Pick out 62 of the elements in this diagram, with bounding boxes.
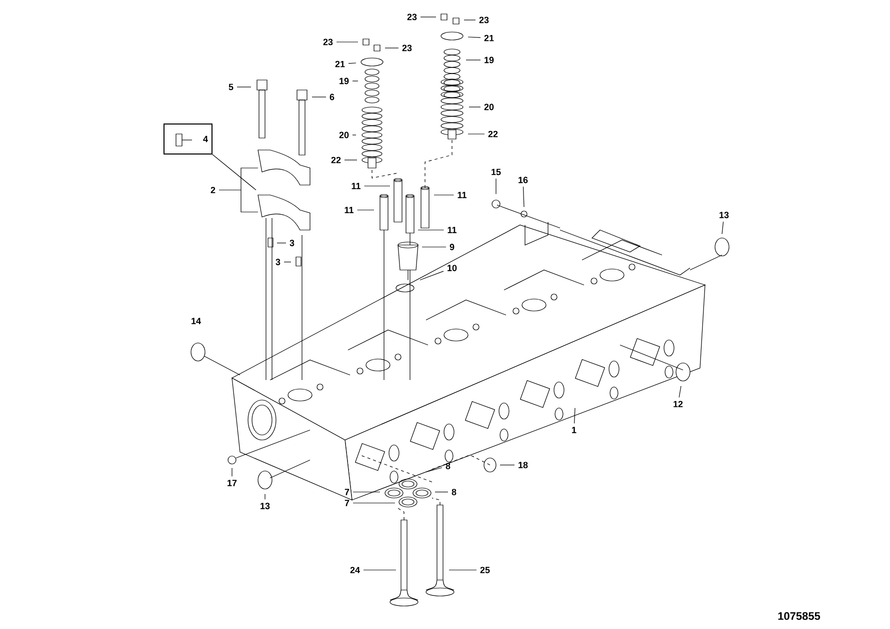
leader-line (468, 106, 481, 108)
callout-number: 8 (446, 462, 450, 470)
callout-number: 21 (484, 34, 494, 42)
leader-line (352, 134, 356, 136)
callout-number: 1 (572, 426, 576, 434)
callout-number: 23 (323, 38, 333, 46)
callout-number: 13 (260, 502, 270, 510)
callout-number: 14 (192, 318, 201, 324)
callout-number: 19 (340, 78, 349, 84)
callout-number: 25 (480, 566, 490, 574)
callout-number: 23 (402, 44, 412, 52)
callout-number: 23 (479, 16, 489, 24)
callout-number: 22 (331, 156, 341, 164)
callout-number: 19 (484, 56, 494, 64)
callout-number: 11 (448, 226, 457, 234)
callout-number: 17 (228, 480, 237, 486)
leader-line (678, 386, 682, 398)
callout-number: 20 (339, 132, 349, 138)
leader-line (426, 467, 442, 472)
callout-number: 24 (350, 566, 360, 574)
callout-number: 11 (352, 182, 360, 190)
leader-line (352, 502, 396, 504)
leader-line (500, 464, 515, 466)
callout-number: 22 (488, 130, 498, 138)
drawing-number: 1075855 (778, 612, 820, 620)
callout-number: 20 (484, 104, 494, 110)
leader-line (434, 194, 454, 196)
callout-number: 21 (335, 60, 345, 68)
leader-line (312, 96, 326, 98)
callout-box: 4 (164, 124, 212, 154)
callout-number: 15 (492, 168, 501, 176)
callout-number: 5 (228, 84, 234, 90)
leader-line (420, 270, 444, 280)
callout-number: 7 (344, 488, 350, 496)
leader-line (352, 80, 358, 82)
callout-number: 16 (518, 176, 528, 184)
callout-number: 8 (452, 488, 456, 496)
callout-number: 3 (290, 240, 294, 246)
leader-line (422, 246, 446, 248)
leader-line (218, 168, 258, 212)
leader-line (264, 494, 266, 500)
callout-number: 7 (344, 500, 350, 506)
callout-number: 18 (518, 462, 528, 468)
leader-line (420, 16, 436, 18)
callout-number: 2 (210, 186, 216, 194)
callout-number: 6 (330, 94, 334, 100)
leader-line (522, 186, 524, 208)
leader-line (236, 86, 252, 88)
callout-number: 12 (674, 400, 683, 408)
leader-line (348, 62, 356, 64)
leader-line (276, 242, 286, 244)
leader-line (722, 221, 724, 234)
callout-number: 13 (720, 212, 729, 218)
callout-number: 9 (450, 244, 454, 250)
callout-number: 10 (448, 264, 457, 272)
callout-number: 11 (344, 206, 354, 214)
callout-number: 23 (407, 14, 417, 20)
callout-number: 3 (276, 258, 280, 266)
leader-line (574, 408, 576, 424)
leader-line (468, 36, 481, 38)
callout-number: 11 (458, 192, 467, 198)
leader-line (212, 154, 256, 190)
